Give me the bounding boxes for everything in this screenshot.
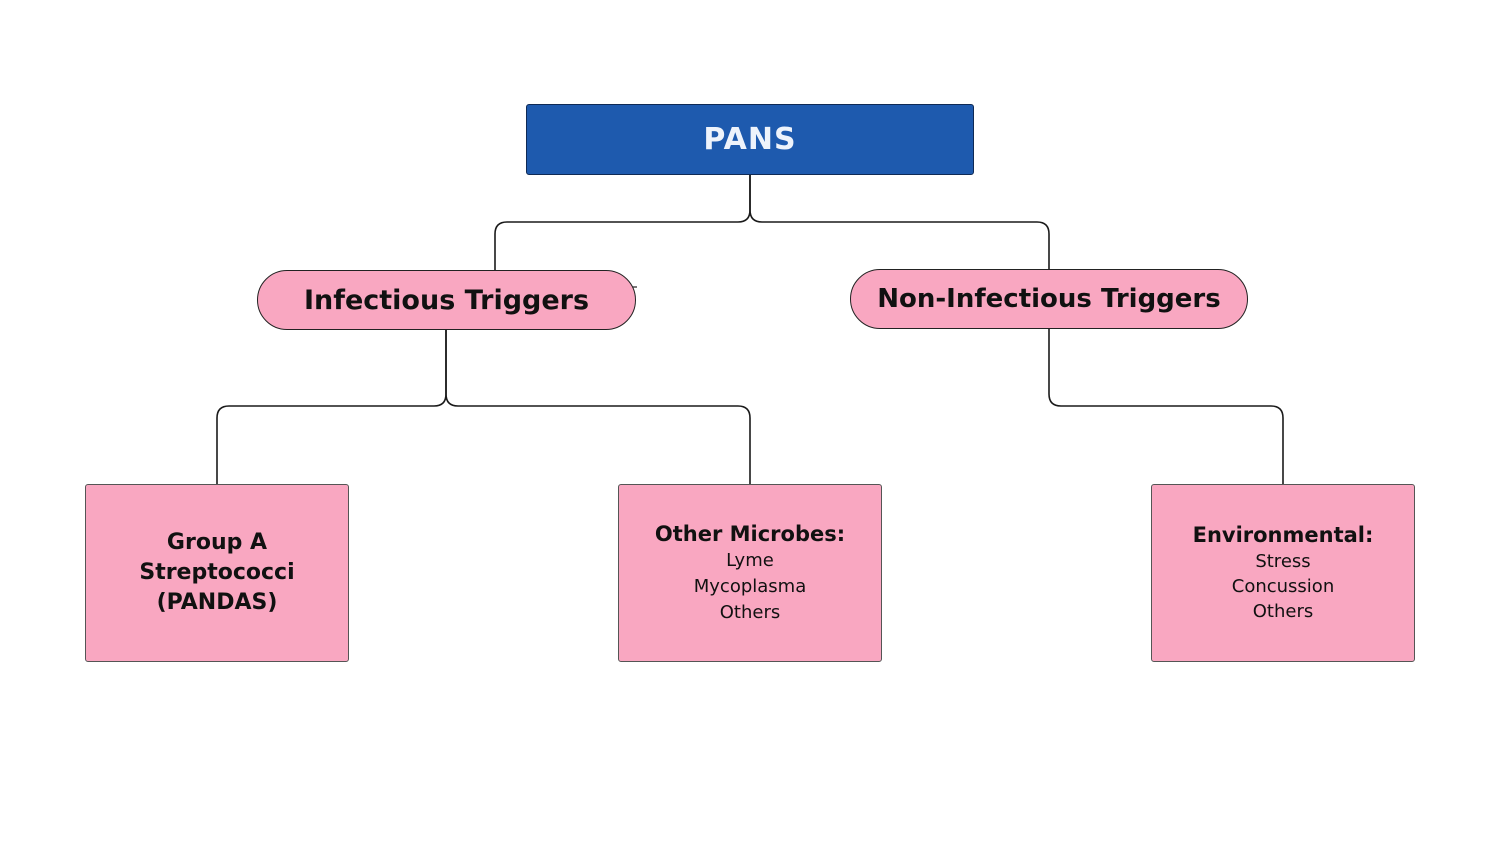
leaf-item-list: Stress Concussion Others <box>1232 549 1334 624</box>
root-label: PANS <box>703 122 797 157</box>
root-node-pans: PANS <box>526 104 974 175</box>
leaf-title-line: (PANDAS) <box>156 590 278 615</box>
leaf-title-line: Group A <box>166 530 268 555</box>
leaf-item: Others <box>719 601 781 623</box>
branch-label: Non-Infectious Triggers <box>877 284 1221 314</box>
branch-node-infectious-triggers: Infectious Triggers <box>257 270 636 330</box>
leaf-item: Others <box>1252 601 1314 622</box>
leaf-node-group-a-streptococci: Group A Streptococci (PANDAS) <box>85 484 349 662</box>
leaf-item: Lyme <box>726 549 774 571</box>
leaf-title: Other Microbes: <box>654 521 846 546</box>
leaf-item: Mycoplasma <box>693 575 807 597</box>
leaf-node-environmental: Environmental: Stress Concussion Others <box>1151 484 1415 662</box>
connector-root-to-infectious <box>494 175 751 270</box>
connector-infectious-to-other-microbes <box>445 329 751 484</box>
leaf-title: Environmental: <box>1192 523 1374 547</box>
leaf-title-line: Streptococci <box>139 560 295 585</box>
branch-node-non-infectious-triggers: Non-Infectious Triggers <box>850 269 1248 329</box>
branch-label: Infectious Triggers <box>303 284 590 316</box>
leaf-item: Concussion <box>1231 576 1335 597</box>
leaf-item: Stress <box>1255 551 1311 572</box>
leaf-node-other-microbes: Other Microbes: Lyme Mycoplasma Others <box>618 484 882 662</box>
leaf-title: Group A Streptococci (PANDAS) <box>139 528 294 618</box>
connector-root-to-non-infectious <box>749 175 1050 269</box>
connector-infectious-to-group-a <box>216 329 447 484</box>
leaf-item-list: Lyme Mycoplasma Others <box>694 548 807 626</box>
connector-non-infectious-to-environmental <box>1048 329 1284 484</box>
